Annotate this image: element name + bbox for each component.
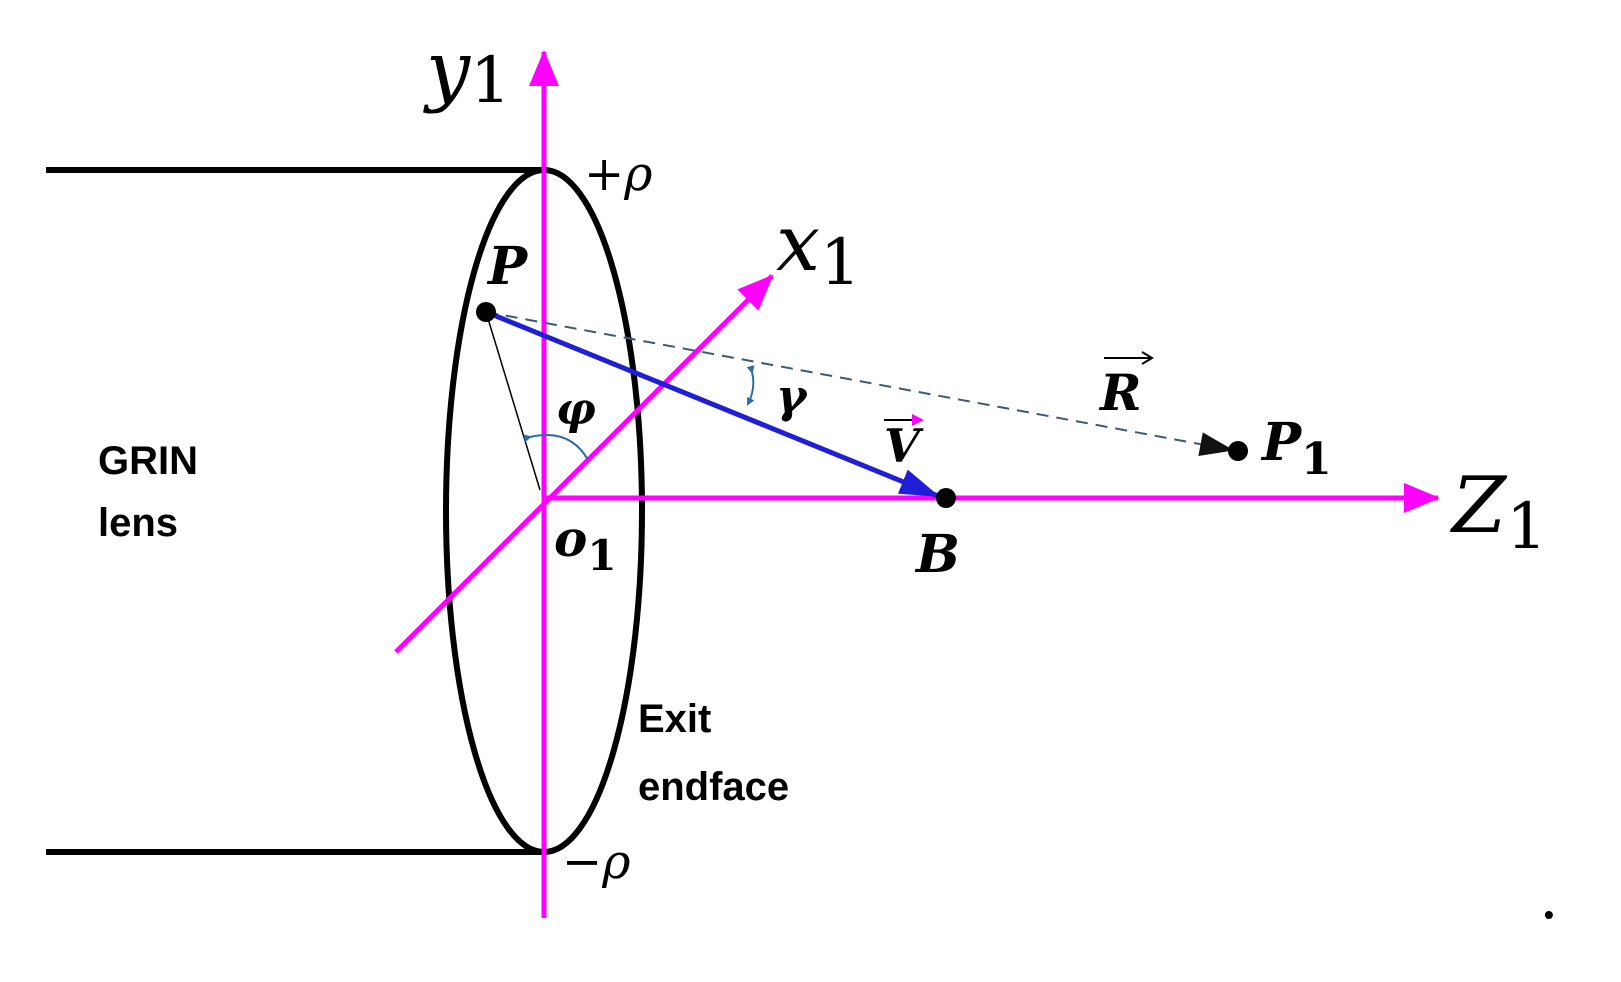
vector-v-label: V — [884, 419, 924, 473]
grin-label-line1: GRIN — [98, 439, 198, 483]
x-axis-label: x1 — [776, 199, 861, 300]
point-b-dot — [936, 488, 956, 508]
trailing-dot: • — [1544, 899, 1554, 930]
plus-rho-label: +ρ — [584, 146, 652, 202]
point-p1-dot — [1228, 441, 1248, 461]
point-b-label: B — [914, 524, 960, 585]
z-axis-label: Z1 — [1449, 461, 1547, 564]
exit-label-line1: Exit — [638, 697, 711, 741]
gamma-angle-arc — [746, 365, 755, 406]
grin-label-line2: lens — [98, 501, 178, 545]
p-to-origin-line — [485, 311, 541, 491]
exit-label-line2: endface — [638, 765, 789, 809]
point-p-dot — [476, 302, 496, 322]
minus-rho-label: −ρ — [562, 834, 630, 890]
y-axis-label: y1 — [423, 25, 511, 118]
point-p1-label: P1 — [1260, 412, 1332, 485]
vector-r-overarrow-head — [1141, 351, 1154, 365]
phi-label: φ — [556, 384, 596, 435]
gamma-label: γ — [776, 369, 809, 423]
x-axis — [394, 274, 774, 654]
vector-r-line — [485, 311, 1234, 456]
vector-v-line — [485, 309, 940, 499]
vector-r-label-group: R — [1098, 351, 1154, 422]
vector-v-label-group: V — [884, 414, 924, 473]
point-p-label: P — [486, 236, 529, 297]
vector-r-label: R — [1098, 363, 1142, 422]
origin-label: o1 — [554, 509, 617, 580]
phi-angle-arc — [523, 434, 589, 461]
